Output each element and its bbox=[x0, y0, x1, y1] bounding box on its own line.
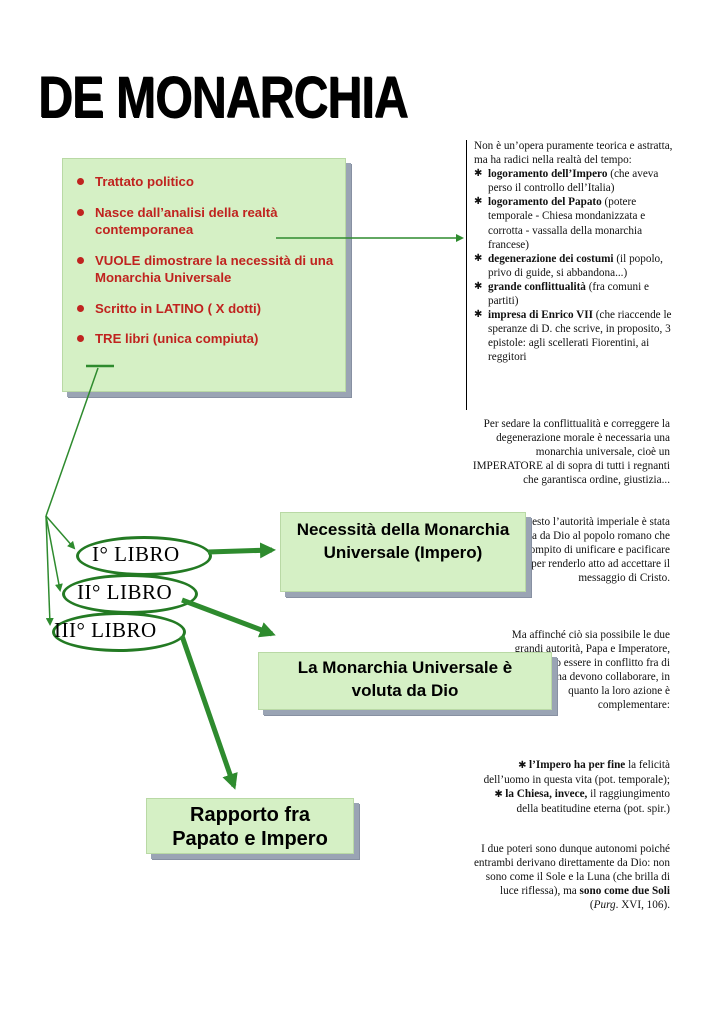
bullet-icon bbox=[77, 256, 84, 264]
list-item: ✱degenerazione dei costumi (il popolo, p… bbox=[474, 252, 663, 279]
list-item: ✱logoramento dell’Impero (che aveva pers… bbox=[474, 168, 659, 195]
arrow-libro2-voluta bbox=[181, 597, 276, 638]
bullet-icon bbox=[77, 208, 84, 216]
context-list: ✱logoramento dell’Impero (che aveva pers… bbox=[474, 167, 674, 364]
box-rapporto: Rapporto fra Papato e Impero bbox=[146, 798, 354, 854]
asterisk-icon: ✱ bbox=[518, 760, 530, 771]
libro-ellipse-3 bbox=[52, 612, 186, 652]
asterisk-icon: ✱ bbox=[474, 168, 483, 180]
libro-label-2: II° LIBRO bbox=[77, 580, 173, 604]
para-sedare: Per sedare la conflittualità e corregger… bbox=[472, 418, 670, 487]
asterisk-icon: ✱ bbox=[474, 309, 483, 321]
connector-tre bbox=[45, 367, 99, 517]
para-autorita: Del resto l’autorità imperiale è stata c… bbox=[488, 516, 670, 585]
asterisk-icon: ✱ bbox=[474, 280, 483, 292]
arrow-libro-2 bbox=[45, 515, 63, 592]
box-rapporto-text: Rapporto fra Papato e Impero bbox=[172, 804, 328, 850]
list-item: ✱grande conflittualità (fra comuni e par… bbox=[474, 280, 649, 308]
list-item: ✱impresa di Enrico VII (che riaccende le… bbox=[474, 309, 672, 364]
bullet-icon bbox=[77, 335, 84, 342]
asterisk-icon: ✱ bbox=[474, 196, 483, 208]
fini-block: ✱ l’Impero ha per fine la felicità dell’… bbox=[472, 758, 670, 816]
box-voluta: La Monarchia Universale è voluta da Dio bbox=[258, 652, 552, 710]
summary-box: Trattato politico Nasce dall’analisi del… bbox=[62, 158, 346, 392]
libro-label-1: I° LIBRO bbox=[92, 542, 180, 566]
list-item: Scritto in LATINO ( X dotti) bbox=[77, 300, 339, 318]
arrow-libro-1 bbox=[45, 515, 76, 550]
para-soli: I due poteri sono dunque autonomi poiché… bbox=[473, 843, 670, 912]
box-necessita: Necessità della Monarchia Universale (Im… bbox=[280, 512, 526, 592]
list-item: TRE libri (unica compiuta) bbox=[77, 330, 339, 348]
list-item: ✱ l’Impero ha per fine la felicità dell’… bbox=[483, 759, 670, 787]
list-item: VUOLE dimostrare la necessità di una Mon… bbox=[77, 252, 339, 287]
libro-label-3: III° LIBRO bbox=[54, 618, 157, 642]
asterisk-icon: ✱ bbox=[494, 789, 506, 801]
arrow-libro3-rapporto bbox=[179, 635, 238, 790]
arrow-libro1-necessita bbox=[207, 542, 276, 559]
context-lead: Non è un’opera puramente teorica e astra… bbox=[474, 140, 673, 167]
page-title: DE MONARCHIA bbox=[38, 64, 408, 130]
bullet-icon bbox=[77, 178, 84, 185]
bullet-icon bbox=[77, 304, 84, 312]
box-necessita-text: Necessità della Monarchia Universale (Im… bbox=[296, 520, 510, 562]
list-item: Nasce dall’analisi della realtà contempo… bbox=[77, 204, 339, 239]
asterisk-icon: ✱ bbox=[474, 252, 483, 264]
list-item: ✱ la Chiesa, invece, il raggiungimento d… bbox=[494, 788, 670, 816]
divider-line bbox=[466, 140, 467, 410]
list-item: Trattato politico bbox=[77, 173, 339, 191]
context-block: Non è un’opera puramente teorica e astra… bbox=[474, 139, 674, 365]
box-voluta-text: La Monarchia Universale è voluta da Dio bbox=[297, 658, 513, 700]
arrow-libro-3 bbox=[45, 515, 54, 626]
list-item: ✱logoramento del Papato (potere temporal… bbox=[474, 196, 646, 251]
summary-list: Trattato politico Nasce dall’analisi del… bbox=[77, 173, 339, 361]
